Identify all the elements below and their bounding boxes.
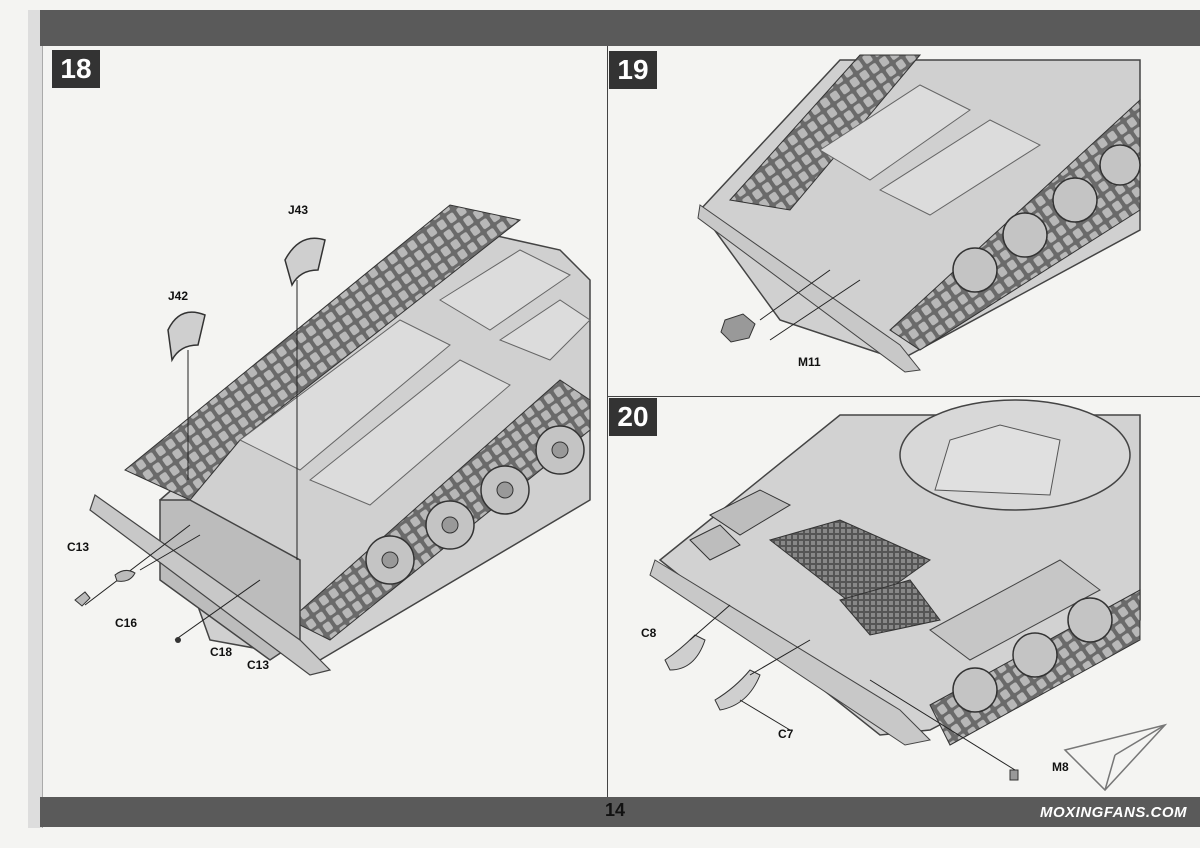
step18-hull: [74, 204, 591, 676]
watermark-plane-icon: [1063, 723, 1168, 792]
part-callout-m8: M8: [1052, 760, 1069, 774]
top-bar: [40, 10, 1200, 46]
horizontal-divider: [607, 396, 1200, 397]
part-callout-c13: C13: [247, 658, 270, 672]
step-number-badge: 19: [609, 51, 657, 89]
part-callout-c18: C18: [210, 645, 233, 659]
page-number: 14: [604, 800, 626, 820]
binding-edge: [28, 10, 43, 828]
step19-hull: [697, 54, 1141, 373]
step-number-badge: 20: [609, 398, 657, 436]
part-callout-c13: C13: [67, 540, 90, 554]
step-number-badge: 18: [52, 50, 100, 88]
part-callout-c7: C7: [778, 727, 794, 741]
step20-hull: [649, 399, 1141, 781]
part-callout-c16: C16: [115, 616, 138, 630]
part-callout-j42: J42: [168, 289, 189, 303]
part-callout-m11: M11: [798, 355, 821, 369]
part-callout-c8: C8: [641, 626, 657, 640]
vertical-divider: [607, 46, 608, 797]
part-callout-j43: J43: [288, 203, 309, 217]
watermark-text: MOXINGFANS.COM: [1040, 804, 1188, 821]
bottom-bar: [40, 797, 1200, 827]
